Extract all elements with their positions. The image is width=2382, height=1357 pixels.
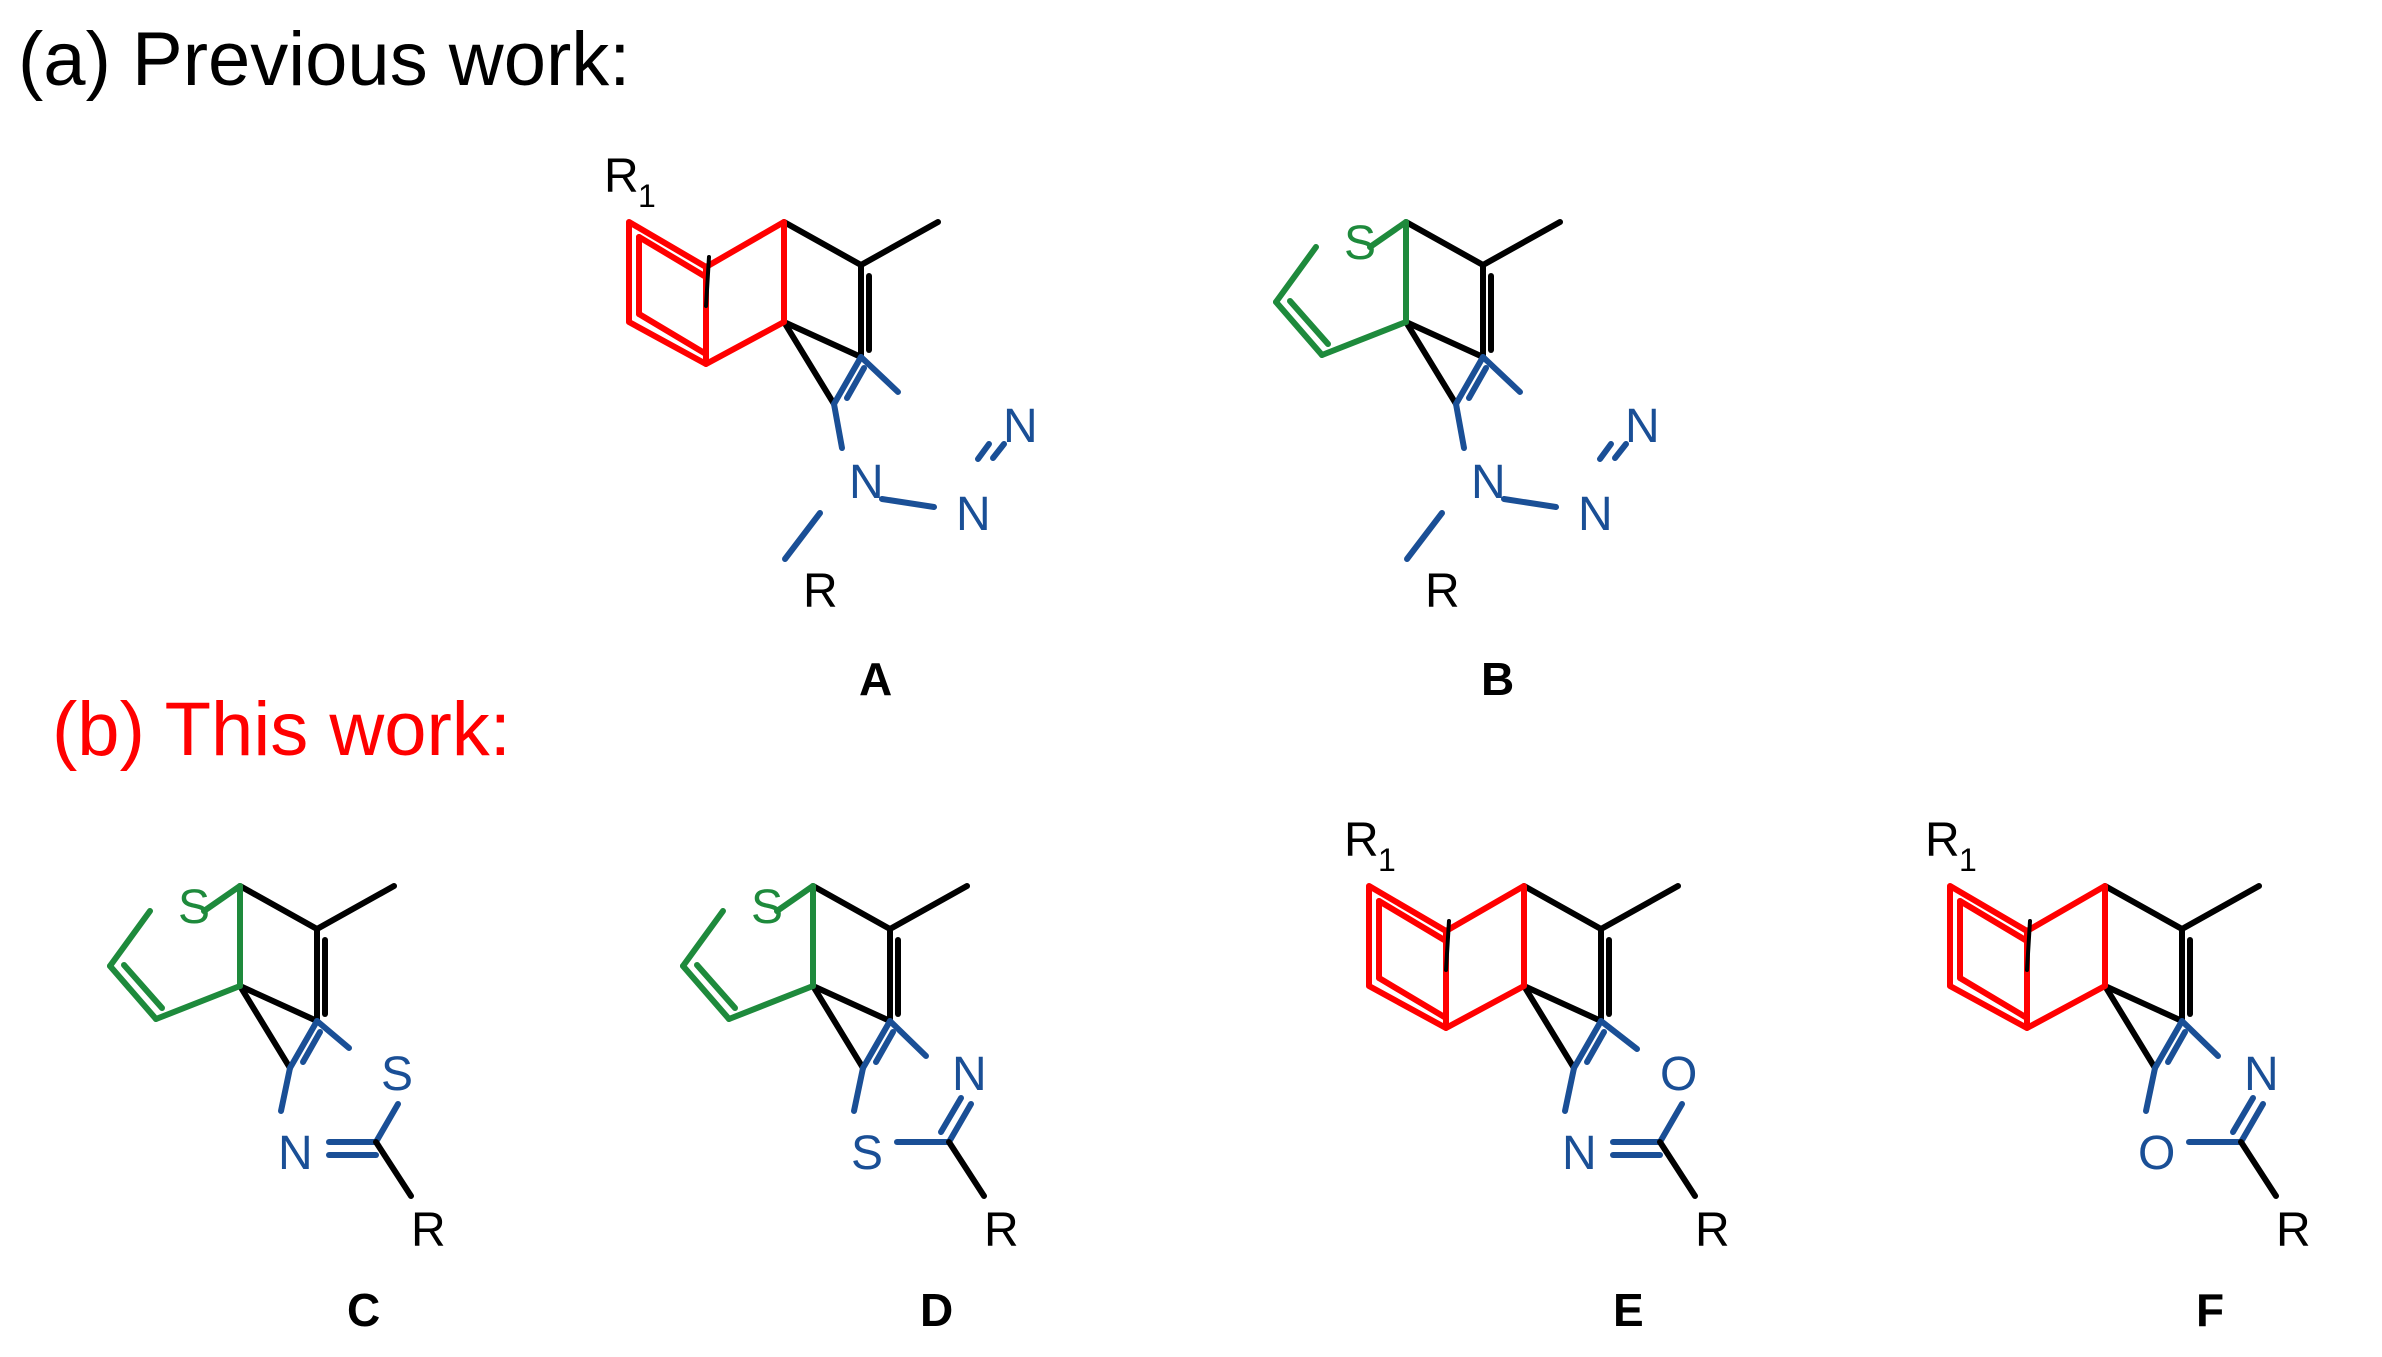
compound-b: S N N N R B — [1276, 217, 1660, 705]
r-substituent-bond — [1657, 1139, 1698, 1199]
thieno-fused-core — [1276, 222, 1560, 404]
substituent-r: R — [1695, 1204, 1730, 1257]
compound-label-a: A — [859, 653, 892, 705]
substituent-r: R — [2276, 1204, 2311, 1257]
thieno-fused-core — [683, 886, 967, 1068]
r-substituent-bond — [2238, 1139, 2279, 1199]
substituent-r: R — [803, 565, 838, 618]
compound-label-b: B — [1481, 653, 1514, 705]
atom-s-thiazole: S — [381, 1048, 413, 1101]
atom-n2: N — [956, 488, 991, 541]
substituent-r: R — [984, 1204, 1019, 1257]
atom-n2: N — [1578, 488, 1613, 541]
triazole-ring — [1404, 354, 1629, 562]
atom-n-oxazole: N — [2244, 1048, 2279, 1101]
r-substituent-bond — [946, 1139, 987, 1199]
substituent-r1: R — [1344, 814, 1379, 867]
substituent-r1-subscript: 1 — [1378, 842, 1396, 878]
atom-n3: N — [1003, 400, 1038, 453]
substituent-r: R — [1425, 565, 1460, 618]
substituent-r1-subscript: 1 — [1959, 842, 1977, 878]
compound-label-f: F — [2196, 1284, 2224, 1336]
oxazole-ring — [1562, 1018, 1685, 1158]
compound-a: N N N R R 1 A — [604, 150, 1038, 705]
compound-c: S S N R C — [110, 881, 446, 1336]
atom-s-thiophene: S — [751, 881, 783, 934]
thiazole-ring — [851, 1018, 974, 1145]
compound-d: S N S R D — [683, 881, 1019, 1336]
substituent-r: R — [411, 1204, 446, 1257]
r-substituent-bond — [373, 1139, 414, 1199]
atom-o-oxazole: O — [1660, 1048, 1697, 1101]
substituent-r1-subscript: 1 — [638, 178, 656, 214]
oxazole-ring — [2143, 1018, 2266, 1145]
section-heading-previous-work: (a) Previous work: — [18, 17, 631, 102]
thiazole-ring — [278, 1018, 401, 1158]
atom-n-thiazole: N — [952, 1048, 987, 1101]
atom-n-oxazole: N — [1562, 1127, 1597, 1180]
triazole-ring — [782, 354, 1007, 562]
atom-n3: N — [1625, 400, 1660, 453]
naphtho-fused-core — [1950, 886, 2259, 1068]
thieno-fused-core — [110, 886, 394, 1068]
r1-substituent-bond — [2025, 919, 2032, 972]
naphtho-fused-core — [1369, 886, 1678, 1068]
atom-n-thiazole: N — [278, 1127, 313, 1180]
compound-label-c: C — [347, 1284, 380, 1336]
atom-s-thiophene: S — [178, 881, 210, 934]
compound-e: O N R R 1 E — [1344, 814, 1730, 1336]
r1-substituent-bond — [1444, 919, 1451, 972]
atom-n1: N — [1471, 456, 1506, 509]
compound-f: N O R R 1 F — [1925, 814, 2311, 1336]
atom-s-thiazole: S — [851, 1127, 883, 1180]
section-heading-this-work: (b) This work: — [52, 687, 511, 772]
atom-n1: N — [849, 456, 884, 509]
naphtho-fused-core — [629, 222, 938, 404]
r1-substituent-bond — [704, 255, 711, 308]
compound-label-e: E — [1613, 1284, 1644, 1336]
atom-o-oxazole: O — [2138, 1127, 2175, 1180]
substituent-r1: R — [1925, 814, 1960, 867]
compound-label-d: D — [920, 1284, 953, 1336]
atom-s-thiophene: S — [1344, 217, 1376, 270]
substituent-r1: R — [604, 150, 639, 203]
